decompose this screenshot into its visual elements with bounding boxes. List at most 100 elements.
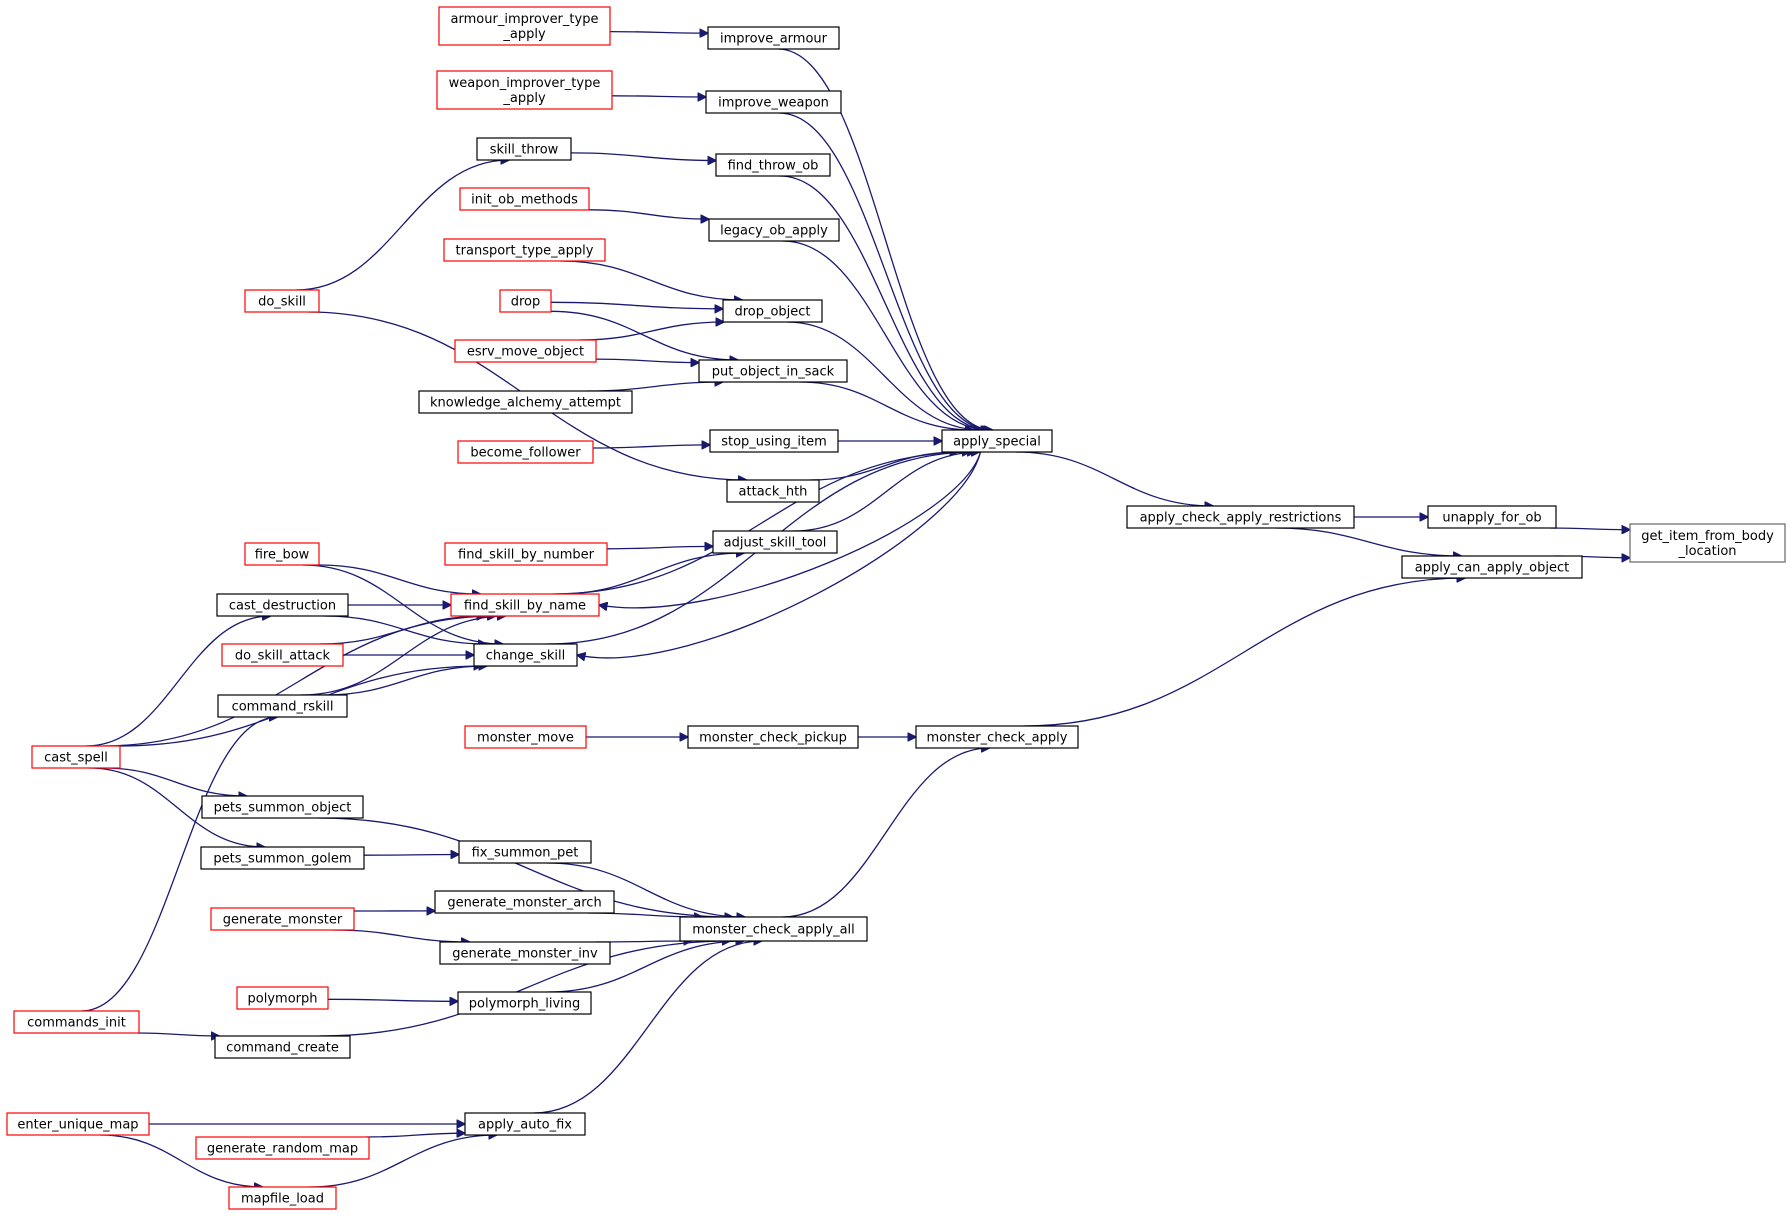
edge-armour-improver-type-apply-to-improve-armour [609, 32, 708, 34]
node-do-skill-attack[interactable]: do_skill_attack [221, 643, 344, 667]
node-cast-spell[interactable]: cast_spell [31, 745, 121, 769]
node-box [458, 840, 592, 864]
node-monster-check-pickup[interactable]: monster_check_pickup [687, 725, 859, 749]
edge-apply-special-to-apply-check-apply-restrictions [1015, 451, 1213, 506]
node-fire-bow[interactable]: fire_bow [244, 542, 320, 566]
node-attack-hth[interactable]: attack_hth [726, 479, 820, 503]
node-pets-summon-golem[interactable]: pets_summon_golem [200, 846, 365, 870]
node-find-skill-by-number[interactable]: find_skill_by_number [444, 542, 608, 566]
node-box [228, 1186, 337, 1210]
edge-cast-spell-to-pets-summon-object [103, 767, 247, 796]
edge-do-skill-to-skill-throw [296, 160, 509, 291]
node-drop-object[interactable]: drop_object [722, 299, 823, 323]
node-label: generate_monster [223, 913, 343, 928]
node-apply-auto-fix[interactable]: apply_auto_fix [464, 1112, 586, 1136]
node-box [221, 643, 344, 667]
node-command-create[interactable]: command_create [214, 1035, 351, 1059]
node-commands-init[interactable]: commands_init [13, 1010, 140, 1034]
node-put-object-in-sack[interactable]: put_object_in_sack [698, 359, 848, 383]
node-enter-unique-map[interactable]: enter_unique_map [6, 1112, 150, 1136]
edge-polymorph-to-polymorph-living [327, 999, 458, 1001]
node-label: commands_init [27, 1016, 126, 1031]
node-generate-monster-arch[interactable]: generate_monster_arch [434, 890, 615, 914]
node-polymorph[interactable]: polymorph [236, 986, 329, 1010]
node-init-ob-methods[interactable]: init_ob_methods [459, 187, 590, 211]
node-label: knowledge_alchemy_attempt [430, 396, 621, 411]
node-box [1427, 505, 1557, 529]
node-adjust-skill-tool[interactable]: adjust_skill_tool [712, 530, 838, 554]
edge-transport-type-apply-to-drop-object [560, 260, 742, 300]
node-label: attack_hth [739, 485, 808, 500]
edge-polymorph-living-to-monster-check-apply-all [547, 941, 744, 993]
node-fix-summon-pet[interactable]: fix_summon_pet [458, 840, 592, 864]
node-knowledge-alchemy-attempt[interactable]: knowledge_alchemy_attempt [418, 390, 633, 414]
node-monster-check-apply[interactable]: monster_check_apply [915, 725, 1079, 749]
node-skill-throw[interactable]: skill_throw [476, 137, 572, 161]
node-box [31, 745, 121, 769]
node-label: monster_check_apply [927, 731, 1068, 746]
node-get-item-from-body-location[interactable]: get_item_from_body_location [1629, 523, 1786, 563]
node-find-skill-by-name[interactable]: find_skill_by_name [450, 593, 600, 617]
node-generate-monster-inv[interactable]: generate_monster_inv [439, 941, 611, 965]
node-drop[interactable]: drop [499, 289, 552, 313]
edge-generate-monster-to-generate-monster-inv [333, 929, 470, 942]
edge-apply-special-to-change-skill [577, 451, 982, 658]
node-label: mapfile_load [241, 1192, 324, 1207]
edge-find-skill-by-number-to-adjust-skill-tool [606, 546, 713, 548]
node-apply-can-apply-object[interactable]: apply_can_apply_object [1401, 555, 1583, 579]
node-stop-using-item[interactable]: stop_using_item [709, 429, 839, 453]
node-armour-improver-type-apply[interactable]: armour_improver_type_apply [438, 6, 611, 46]
node-label: find_skill_by_number [458, 548, 595, 563]
node-label: monster_check_pickup [699, 731, 847, 746]
node-pets-summon-object[interactable]: pets_summon_object [201, 795, 364, 819]
node-box [454, 339, 597, 363]
node-improve-weapon[interactable]: improve_weapon [705, 90, 842, 114]
node-apply-check-apply-restrictions[interactable]: apply_check_apply_restrictions [1126, 505, 1355, 529]
node-weapon-improver-type-apply[interactable]: weapon_improver_type_apply [436, 70, 613, 110]
node-label: _location [1677, 544, 1736, 559]
node-box [200, 846, 365, 870]
node-label: enter_unique_map [17, 1118, 138, 1133]
node-polymorph-living[interactable]: polymorph_living [457, 991, 592, 1015]
edge-fire-bow-to-find-skill-by-name [318, 564, 481, 594]
node-label: monster_check_apply_all [692, 923, 855, 938]
node-apply-special[interactable]: apply_special [941, 429, 1053, 453]
edge-become-follower-to-stop-using-item [592, 445, 710, 448]
node-change-skill[interactable]: change_skill [473, 643, 578, 667]
node-unapply-for-ob[interactable]: unapply_for_ob [1427, 505, 1557, 529]
node-mapfile-load[interactable]: mapfile_load [228, 1186, 337, 1210]
node-transport-type-apply[interactable]: transport_type_apply [443, 238, 606, 262]
edge-improve-weapon-to-apply-special [778, 112, 992, 430]
node-label: weapon_improver_type [449, 76, 601, 91]
node-label: polymorph [248, 992, 318, 1007]
node-improve-armour[interactable]: improve_armour [707, 26, 840, 50]
node-generate-monster[interactable]: generate_monster [210, 907, 355, 931]
edge-cast-destruction-to-change-skill [324, 615, 487, 644]
node-label: _apply [502, 27, 546, 42]
node-become-follower[interactable]: become_follower [457, 440, 594, 464]
node-box [457, 991, 592, 1015]
node-legacy-ob-apply[interactable]: legacy_ob_apply [708, 218, 840, 242]
node-esrv-move-object[interactable]: esrv_move_object [454, 339, 597, 363]
node-box [715, 153, 831, 177]
node-box [436, 70, 613, 110]
node-monster-move[interactable]: monster_move [464, 725, 587, 749]
node-cast-destruction[interactable]: cast_destruction [216, 593, 349, 617]
node-find-throw-ob[interactable]: find_throw_ob [715, 153, 831, 177]
node-command-rskill[interactable]: command_rskill [217, 694, 348, 718]
node-generate-random-map[interactable]: generate_random_map [195, 1136, 370, 1160]
node-box [214, 1035, 351, 1059]
edge-init-ob-methods-to-legacy-ob-apply [588, 209, 709, 219]
node-label: legacy_ob_apply [720, 224, 828, 239]
node-box [195, 1136, 370, 1160]
node-box [236, 986, 329, 1010]
nodes-layer: get_item_from_body_location unapply_for_o… [6, 6, 1786, 1210]
node-box [450, 593, 600, 617]
edge-cast-spell-to-cast-destruction [86, 616, 271, 747]
node-do-skill[interactable]: do_skill [244, 289, 320, 313]
node-monster-check-apply-all[interactable]: monster_check_apply_all [679, 916, 868, 942]
node-box [6, 1112, 150, 1136]
node-box [473, 643, 578, 667]
node-label: generate_monster_inv [452, 947, 598, 962]
